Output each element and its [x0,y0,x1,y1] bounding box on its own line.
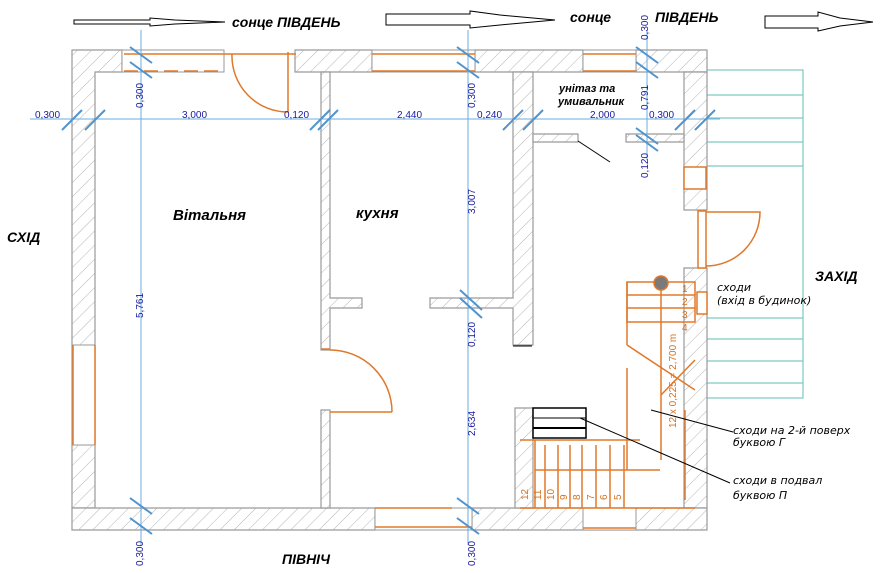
openings [71,49,761,531]
stair-step-6: 6 [599,494,610,500]
dim-v-bottom-mid: 0,300 [467,541,478,566]
note-stairs-basement-2: буквою П [733,489,787,502]
stair-step-9: 9 [559,494,570,500]
room-label-bathroom-2: умивальник [557,96,625,108]
note-stairs-basement-1: сходи в подвал [733,474,822,487]
dim-v-kitchen-wall: 0,120 [467,322,478,347]
dim-v-top-mid: 0,300 [467,83,478,108]
dim-v-living: 5,761 [135,293,146,318]
stair-step-11: 11 [533,489,544,500]
room-label-kitchen: кухня [356,205,399,222]
dim-h-1: 0,300 [35,110,60,121]
north-label: ПІВНІЧ [282,551,331,567]
dim-h-6: 2,000 [590,110,615,121]
dim-v-kitchen: 3,007 [467,189,478,214]
south-label-right: ПІВДЕНЬ [655,9,719,25]
stair-step-1: 1 [682,284,688,295]
interior-stairs [520,275,696,509]
stair-step-7: 7 [586,494,597,500]
sun-arrow-right [764,11,874,32]
dim-h-3: 0,120 [284,110,309,121]
dim-h-7: 0,300 [649,110,674,121]
dimension-lines [30,30,720,545]
west-label: ЗАХІД [815,268,857,284]
dim-v-bottom-left: 0,300 [135,541,146,566]
sun-label-middle: сонце [570,9,611,25]
stair-step-2: 2 [682,297,688,308]
dim-v-top-left: 0,300 [135,83,146,108]
note-stairs-second-floor-2: буквою Г [733,436,786,449]
stair-step-12: 12 [520,488,531,500]
note-entrance-stairs-2: (вхід в будинок) [717,294,811,307]
dim-h-4: 2,440 [397,110,422,121]
stair-step-4: 4 [682,323,688,334]
dim-v-bath: 0,791 [640,85,651,110]
walls [71,49,708,531]
stair-step-3: 3 [682,310,688,321]
room-label-bathroom-1: унітаз та [558,83,615,95]
dim-v-top-right: 0,300 [640,15,651,40]
stair-step-8: 8 [572,494,583,500]
dim-v-bath-wall: 0,120 [640,153,651,178]
note-stairs-second-floor-1: сходи на 2-й поверх [733,424,851,437]
porch-steps [704,69,804,399]
stair-flight-label: 12 x 0,225 = 2,700 m [668,334,679,428]
leader-lines [577,140,734,484]
dim-h-2: 3,000 [182,110,207,121]
sun-arrow-left [73,17,226,27]
stair-step-10: 10 [546,488,557,500]
room-label-living-room: Вітальня [173,207,246,224]
south-sun-label-left: сонце ПІВДЕНЬ [232,14,341,30]
stair-step-5: 5 [613,494,624,500]
sun-arrow-middle [385,10,556,29]
dim-h-5: 0,240 [477,110,502,121]
east-label: СХІД [7,229,40,245]
note-entrance-stairs-1: сходи [717,281,751,294]
dim-v-kitchen-lower: 2,634 [467,411,478,436]
